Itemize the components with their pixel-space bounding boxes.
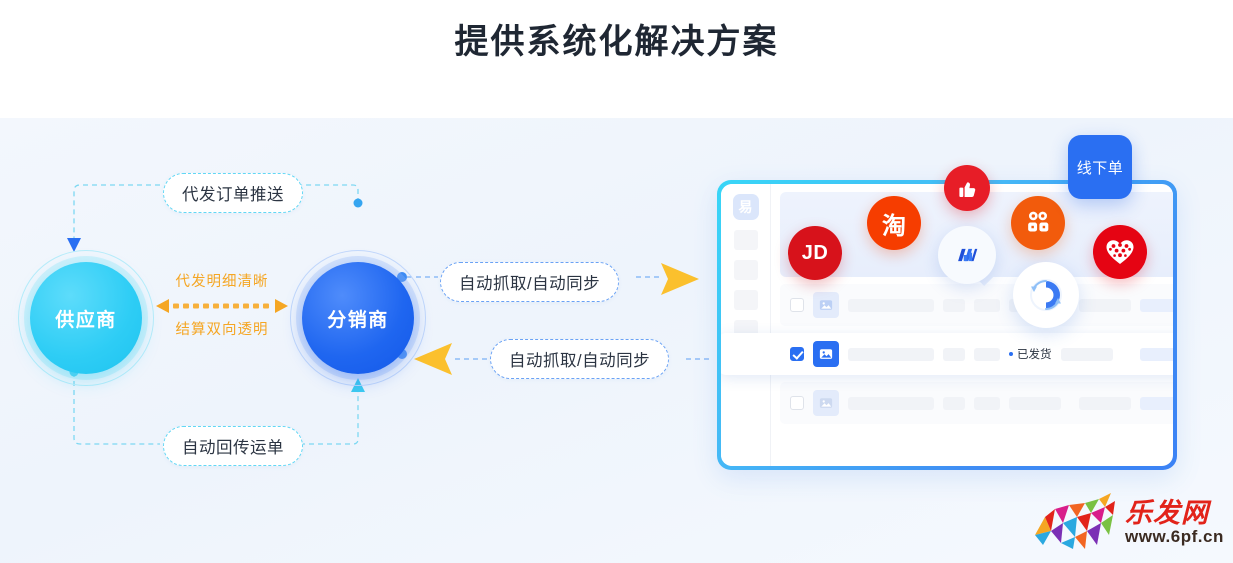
- watermark-brand: 乐发网: [1125, 498, 1209, 528]
- alibaba-1688-icon: [958, 248, 978, 262]
- row-cell-placeholder: [848, 396, 934, 410]
- watermark-logo: 乐发网 www.6pf.cn: [1029, 483, 1225, 559]
- app-sidebar: 易: [721, 184, 771, 466]
- table-row[interactable]: [780, 382, 1173, 424]
- banner-notch: [973, 275, 996, 286]
- row-cell-placeholder: [943, 298, 965, 312]
- row-cell-placeholder: [1079, 396, 1131, 410]
- app-mock-panel: 易: [717, 180, 1177, 470]
- row-cell-placeholder: [1079, 298, 1131, 312]
- row-action-placeholder[interactable]: [1140, 298, 1173, 312]
- relation-text-above: 代发明细清晰: [175, 274, 269, 290]
- supplier-label: 供应商: [55, 309, 117, 331]
- row-cell-placeholder: [974, 347, 1000, 361]
- row-checkbox-checked[interactable]: [790, 347, 804, 361]
- bull-logo-icon: [1035, 493, 1115, 549]
- table-row-selected[interactable]: 已发货: [721, 333, 1173, 375]
- platform-icon-taobao-label: 淘: [882, 212, 906, 240]
- row-action-placeholder[interactable]: [1140, 396, 1173, 410]
- platform-icon-jd[interactable]: JD: [788, 226, 842, 280]
- sidebar-placeholder[interactable]: [733, 230, 758, 250]
- badge-offline-order[interactable]: 线下单: [1068, 135, 1132, 199]
- flow-diagram: 代发订单推送 自动回传运单 自动抓取/自动同步 自动抓取/自动同步 供应商 分销…: [0, 120, 715, 520]
- bidirectional-arrow-icon: [156, 299, 288, 313]
- flow-label-auto-return-waybill: 自动回传运单: [163, 426, 303, 466]
- sidebar-placeholder[interactable]: [733, 260, 758, 280]
- sync-arrows-icon: [1030, 279, 1062, 311]
- bidirectional-relation: 代发明细清晰 结算双向透明: [148, 270, 296, 342]
- platform-icon-1688[interactable]: [938, 226, 996, 284]
- supplier-circle: 供应商: [30, 262, 142, 374]
- status-dot-icon: [1009, 352, 1013, 356]
- page-title: 提供系统化解决方案: [454, 23, 779, 61]
- kuaishou-camera-icon: [1028, 211, 1049, 232]
- table-row[interactable]: [780, 284, 1173, 326]
- row-cell-placeholder: [974, 298, 1000, 312]
- distributor-label: 分销商: [327, 309, 389, 331]
- row-cell-placeholder: [848, 298, 934, 312]
- distributor-circle: 分销商: [302, 262, 414, 374]
- platform-icon-jd-label: JD: [801, 241, 829, 264]
- platform-icon-taobao[interactable]: 淘: [867, 196, 921, 250]
- row-cell-placeholder: [848, 347, 934, 361]
- supplier-outer-ring: [18, 250, 154, 386]
- row-cell-placeholder: [1060, 347, 1113, 361]
- sidebar-placeholder[interactable]: [733, 290, 758, 310]
- row-cell-placeholder: [1009, 396, 1061, 410]
- app-mock-inner: 易: [721, 184, 1173, 466]
- row-cell-placeholder: [974, 396, 1000, 410]
- status-text: 已发货: [1017, 349, 1052, 361]
- row-checkbox[interactable]: [790, 298, 804, 312]
- row-cell-placeholder: [943, 347, 965, 361]
- row-action-placeholder[interactable]: [1140, 347, 1173, 361]
- row-thumbnail-icon: [813, 341, 839, 367]
- thumbs-up-icon: [959, 182, 976, 197]
- node-supplier: 供应商: [18, 250, 154, 386]
- flow-label-auto-fetch-sync-lower: 自动抓取/自动同步: [490, 339, 670, 379]
- node-distributor: 分销商: [290, 250, 426, 386]
- watermark-url: www.6pf.cn: [1125, 527, 1224, 546]
- row-thumbnail-icon: [813, 292, 839, 318]
- sync-refresh-icon: [1013, 262, 1079, 328]
- flow-label-dropship-order-push: 代发订单推送: [163, 173, 303, 213]
- status-badge: 已发货: [1009, 346, 1052, 362]
- row-thumbnail-icon: [813, 390, 839, 416]
- row-checkbox[interactable]: [790, 396, 804, 410]
- flow-label-auto-fetch-sync-upper: 自动抓取/自动同步: [440, 262, 620, 302]
- platform-icon-kuaishou[interactable]: [1011, 196, 1065, 250]
- platform-icon-vip[interactable]: [1093, 225, 1147, 279]
- app-logo-badge: 易: [732, 194, 759, 220]
- distributor-outer-ring: [290, 250, 426, 386]
- row-cell-placeholder: [943, 396, 965, 410]
- heart-pattern-icon: [1106, 240, 1134, 264]
- relation-text-below: 结算双向透明: [175, 322, 269, 338]
- platform-icon-thumbs-up[interactable]: [944, 165, 990, 211]
